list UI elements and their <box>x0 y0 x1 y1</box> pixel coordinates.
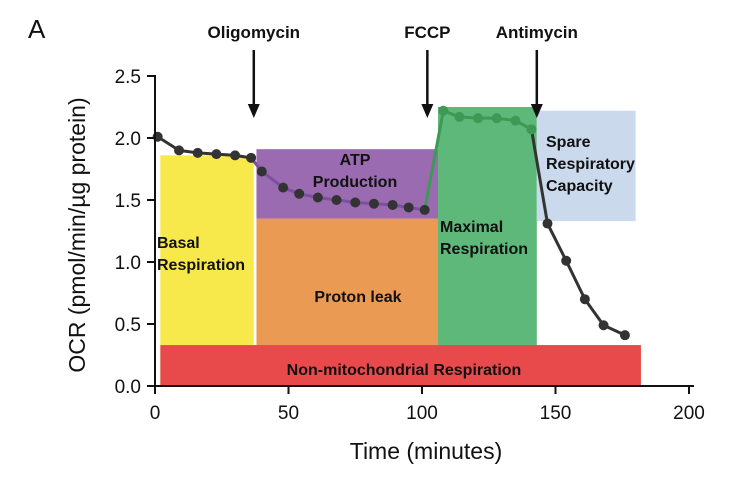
x-tick-label: 50 <box>278 403 299 424</box>
region-label-line: Capacity <box>546 178 613 195</box>
data-point <box>174 145 185 156</box>
y-tick-label: 1.5 <box>115 191 141 212</box>
region-label: ATP Production <box>313 152 397 191</box>
data-point <box>510 115 521 126</box>
data-point <box>368 198 379 209</box>
data-point <box>438 105 449 116</box>
y-tick-label: 1.0 <box>115 253 141 274</box>
region-label-line: Basal <box>157 235 200 252</box>
y-tick-label: 0.0 <box>115 377 141 398</box>
region-label: Non-mitochondrial Respiration <box>287 362 522 379</box>
data-point <box>246 152 257 163</box>
x-tick-label: 150 <box>540 403 572 424</box>
region-label-line: ATP <box>340 152 371 169</box>
data-point <box>619 330 630 341</box>
region-rect <box>438 107 537 386</box>
data-point <box>403 202 414 213</box>
data-point <box>230 150 241 161</box>
y-axis-label: OCR (pmol/min/µg protein) <box>64 97 90 372</box>
data-point <box>387 199 398 210</box>
series-segment <box>529 129 549 224</box>
axes-layer <box>154 75 694 387</box>
data-point <box>278 182 289 193</box>
data-point <box>454 111 465 122</box>
region-label-line: Spare <box>546 134 591 151</box>
y-tick-label: 0.5 <box>115 315 141 336</box>
data-point <box>598 320 609 331</box>
panel-label: A <box>28 14 46 44</box>
injections-layer: Oligomycin FCCP Antimycin <box>208 23 578 118</box>
injection-arrow-head <box>421 104 434 118</box>
region-rect <box>536 110 636 222</box>
series-segment <box>583 298 605 327</box>
data-point <box>473 113 484 124</box>
injection-label: Oligomycin <box>208 23 301 42</box>
data-point <box>312 192 323 203</box>
region-label-line: Maximal <box>440 219 503 236</box>
region-label-line: Proton leak <box>314 289 401 306</box>
data-point <box>256 166 267 177</box>
data-point <box>542 218 553 229</box>
series-segment <box>546 222 568 262</box>
region-label: Proton leak <box>314 289 401 306</box>
regions-layer <box>160 107 641 386</box>
data-point <box>526 124 537 135</box>
region-label-line: Production <box>313 174 397 191</box>
region-label-line: Non-mitochondrial Respiration <box>287 362 522 379</box>
data-point <box>192 147 203 158</box>
injection-label: Antimycin <box>496 23 578 42</box>
data-point <box>350 197 361 208</box>
x-axis-label: Time (minutes) <box>350 438 503 464</box>
ticks-layer: 0.0 0.5 1.0 1.5 2.0 2.5 0 50 100 150 200 <box>115 67 705 424</box>
series-segment <box>564 260 587 300</box>
x-tick-label: 100 <box>406 403 438 424</box>
region-label-line: Respiration <box>440 241 528 258</box>
y-tick-label: 2.5 <box>115 67 141 88</box>
injection-label: FCCP <box>404 23 450 42</box>
x-tick-label: 0 <box>150 403 161 424</box>
data-point <box>331 195 342 205</box>
injection-arrow-head <box>247 104 260 118</box>
region-label-line: Respiratory <box>546 156 635 173</box>
data-point <box>419 204 430 215</box>
x-tick-label: 200 <box>673 403 705 424</box>
data-point <box>491 113 502 124</box>
region-label-line: Respiration <box>157 257 245 274</box>
series-layer <box>152 105 630 341</box>
data-point <box>294 188 305 199</box>
region-rect <box>160 345 641 386</box>
y-tick-label: 2.0 <box>115 129 141 150</box>
injection-arrow-head <box>530 104 543 118</box>
data-point <box>579 294 590 305</box>
data-point <box>561 255 572 266</box>
series-segment <box>423 110 445 211</box>
data-point <box>211 149 222 160</box>
